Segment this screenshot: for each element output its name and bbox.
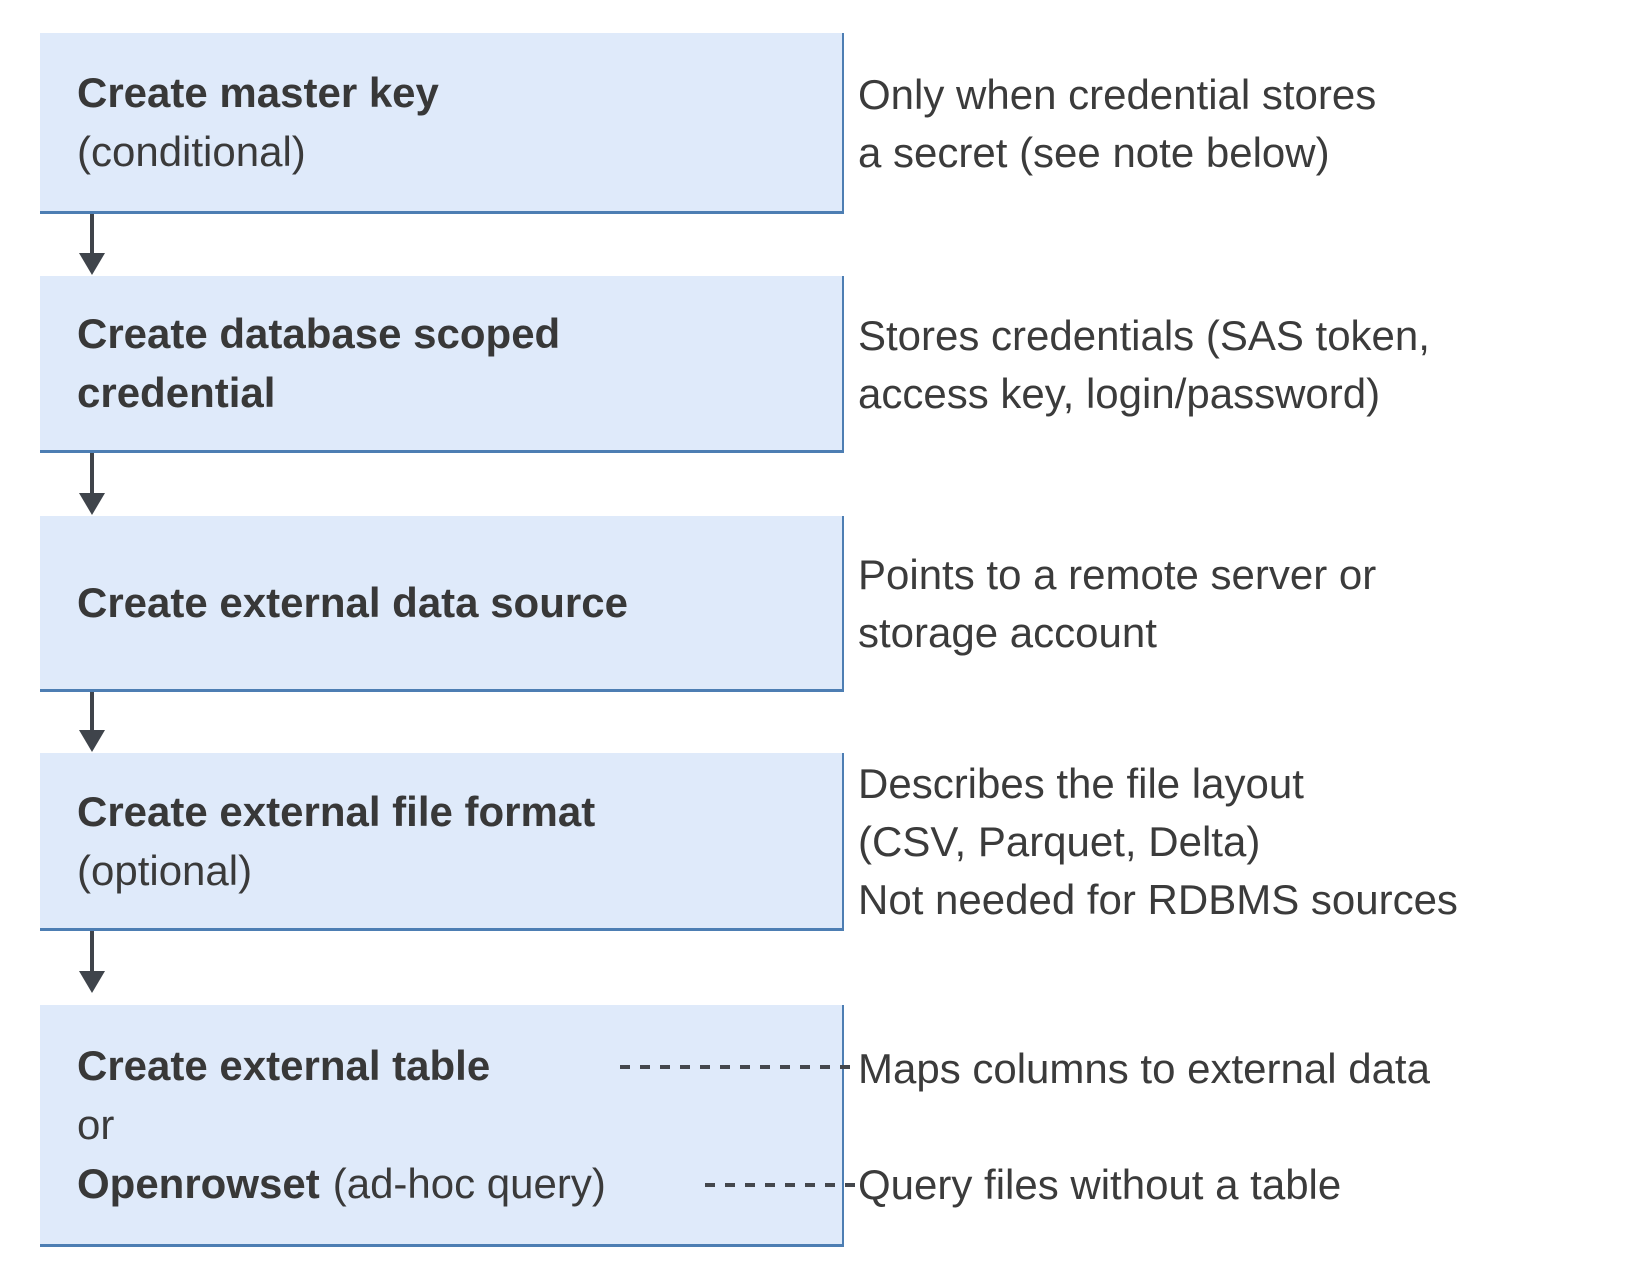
arrow-shaft bbox=[90, 931, 94, 973]
arrow-head bbox=[79, 971, 105, 993]
note-openrowset: Query files without a table bbox=[858, 1156, 1341, 1214]
step-title: Create external file format bbox=[77, 787, 596, 835]
dashed-connector-external-table bbox=[620, 1065, 858, 1069]
note-line: Describes the file layout bbox=[858, 760, 1304, 807]
flow-arrow-icon bbox=[79, 214, 105, 275]
step-alt-qualifier: (ad-hoc query) bbox=[332, 1160, 606, 1207]
note-line: a secret (see note below) bbox=[858, 128, 1330, 176]
step-box-create-master-key: Create master key (conditional) bbox=[40, 33, 844, 214]
step-box-create-external-table-or-openrowset: Create external table or Openrowset (ad-h… bbox=[40, 1005, 844, 1247]
step-alt-title: Openrowset bbox=[77, 1160, 320, 1207]
step-title: Create external data source bbox=[77, 579, 628, 626]
step-box-create-external-file-format: Create external file format (optional) bbox=[40, 753, 844, 931]
step-alt-line: Openrowset (ad-hoc query) bbox=[77, 1154, 842, 1213]
note-line: (CSV, Parquet, Delta) bbox=[858, 818, 1261, 865]
note-line: Not needed for RDBMS sources bbox=[858, 876, 1458, 923]
arrow-shaft bbox=[90, 214, 94, 255]
arrow-head bbox=[79, 493, 105, 515]
note-line: Stores credentials (SAS token, bbox=[858, 311, 1430, 359]
step-title-line2: credential bbox=[77, 369, 276, 416]
note-line: storage account bbox=[858, 609, 1157, 656]
flow-arrow-icon bbox=[79, 931, 105, 993]
or-label: or bbox=[77, 1101, 115, 1148]
arrow-head bbox=[79, 253, 105, 275]
note-data-source: Points to a remote server or storage acc… bbox=[858, 516, 1376, 692]
note-line: access key, login/password) bbox=[858, 369, 1381, 417]
arrow-shaft bbox=[90, 692, 94, 732]
flow-arrow-icon bbox=[79, 453, 105, 515]
note-line: Maps columns to external data bbox=[858, 1045, 1430, 1092]
note-line: Only when credential stores bbox=[858, 70, 1377, 118]
flow-arrow-icon bbox=[79, 692, 105, 752]
note-master-key: Only when credential stores a secret (se… bbox=[858, 33, 1376, 214]
note-file-format: Describes the file layout (CSV, Parquet,… bbox=[858, 753, 1458, 931]
step-title: Create master key bbox=[77, 69, 439, 116]
step-box-create-database-scoped-credential: Create database scoped credential bbox=[40, 276, 844, 453]
step-title: Create database scoped bbox=[77, 310, 561, 357]
note-line: Query files without a table bbox=[858, 1161, 1342, 1208]
arrow-head bbox=[79, 730, 105, 752]
dashed-connector-openrowset bbox=[705, 1183, 858, 1187]
step-box-create-external-data-source: Create external data source bbox=[40, 516, 844, 692]
note-line: Points to a remote server or bbox=[858, 551, 1377, 598]
step-title: Create external table bbox=[77, 1042, 491, 1089]
step-qualifier: (optional) bbox=[77, 846, 253, 894]
note-external-table: Maps columns to external data bbox=[858, 1040, 1430, 1098]
step-qualifier: (conditional) bbox=[77, 128, 306, 175]
note-credential: Stores credentials (SAS token, access ke… bbox=[858, 276, 1430, 453]
arrow-shaft bbox=[90, 453, 94, 495]
